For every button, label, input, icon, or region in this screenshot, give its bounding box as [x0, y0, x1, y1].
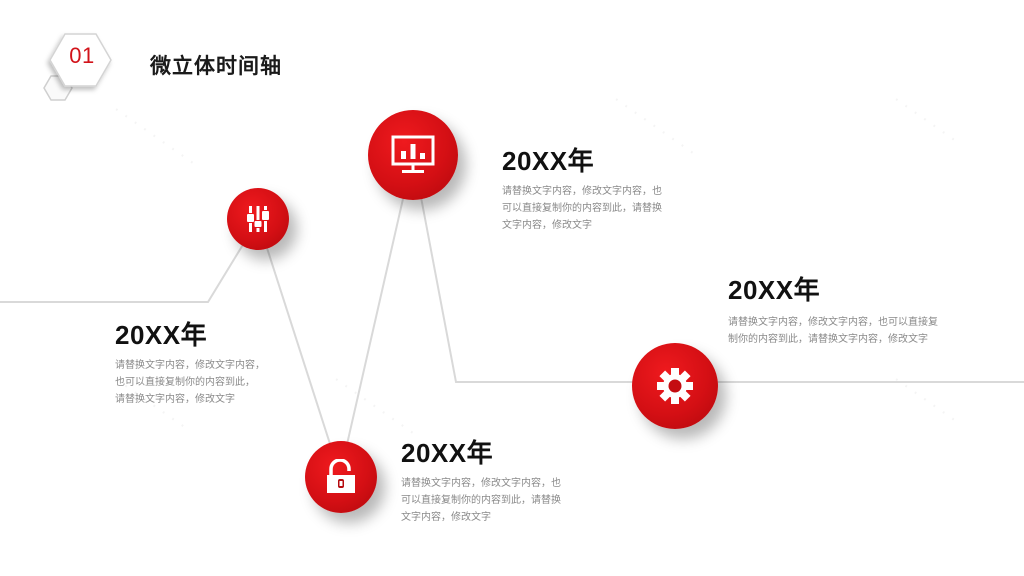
timeline-node-1	[227, 188, 289, 250]
timeline-desc-1: 请替换文字内容，修改文字内容， 也可以直接复制你的内容到此， 请替换文字内容，修…	[115, 360, 265, 405]
section-number: 01	[69, 43, 95, 68]
sliders-icon	[243, 204, 273, 234]
monitor-chart-icon	[390, 134, 436, 176]
hexagon-badge	[43, 33, 112, 101]
timeline-desc-4: 请替换文字内容，修改文字内容，也可以直接复 制你的内容到此，请替换文字内容，修改…	[728, 317, 938, 345]
timeline-desc-2: 请替换文字内容，修改文字内容，也 可以直接复制你的内容到此，请替换 文字内容，修…	[401, 478, 561, 523]
gear-icon	[655, 366, 695, 406]
timeline-node-3	[368, 110, 458, 200]
timeline-desc-3: 请替换文字内容，修改文字内容，也 可以直接复制你的内容到此，请替换 文字内容，修…	[502, 186, 662, 231]
page-title: 微立体时间轴	[150, 54, 282, 78]
timeline-year-2: 20XX年	[401, 438, 494, 468]
timeline-year-3: 20XX年	[502, 146, 595, 176]
timeline-year-1: 20XX年	[115, 320, 208, 350]
timeline-node-2	[305, 441, 377, 513]
lock-icon	[324, 459, 358, 495]
timeline-node-4	[632, 343, 718, 429]
timeline-year-4: 20XX年	[728, 275, 821, 305]
